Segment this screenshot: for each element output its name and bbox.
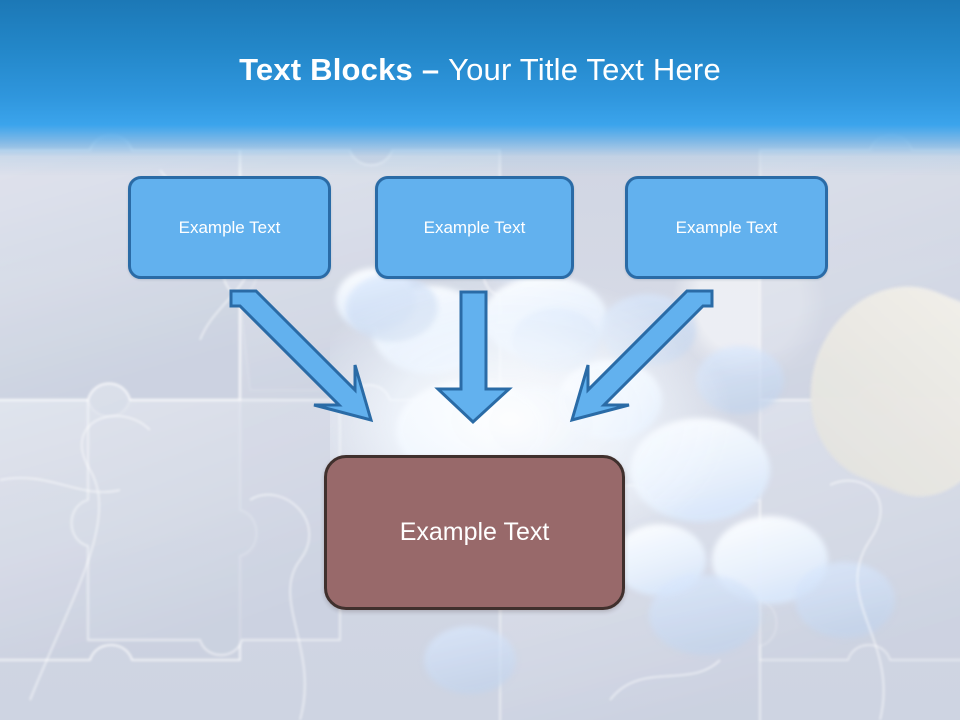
text-block-3[interactable]: Example Text — [625, 176, 828, 279]
text-block-1[interactable]: Example Text — [128, 176, 331, 279]
page-title: Text Blocks – Your Title Text Here — [0, 52, 960, 88]
text-block-2[interactable]: Example Text — [375, 176, 574, 279]
page-title-dash: – — [421, 52, 449, 87]
text-block-1-label: Example Text — [178, 217, 281, 237]
text-block-result-label: Example Text — [399, 518, 550, 546]
page-title-rest: Your Title Text Here — [448, 52, 721, 87]
page-title-strong: Text Blocks — [239, 52, 422, 87]
text-block-2-label: Example Text — [423, 217, 526, 237]
text-block-3-label: Example Text — [675, 217, 778, 237]
text-block-result[interactable]: Example Text — [324, 455, 625, 610]
